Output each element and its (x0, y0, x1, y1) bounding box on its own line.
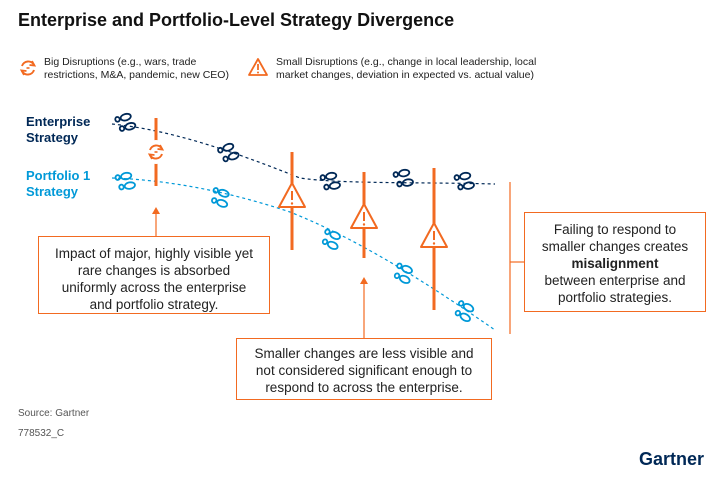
source-note: Source: Gartner (18, 408, 90, 419)
enterprise-footprint (453, 171, 476, 192)
portfolio-footprint (210, 185, 231, 210)
misalignment-text-post: between enterprise and portfolio strateg… (544, 273, 686, 305)
legend-small-disruptions: Small Disruptions (e.g., change in local… (276, 56, 537, 81)
figure-code: 778532_C (18, 428, 65, 439)
enterprise-footprint (392, 168, 415, 189)
portfolio-strategy-label: Portfolio 1 Strategy (26, 168, 91, 199)
enterprise-strategy-label: Enterprise Strategy (26, 114, 91, 145)
enterprise-footprint (216, 141, 241, 164)
major-changes-callout: Impact of major, highly visible yet rare… (38, 236, 270, 314)
portfolio-footprint (453, 298, 476, 324)
refresh-icon (147, 144, 165, 160)
enterprise-footprint (113, 111, 137, 134)
smaller-changes-callout: Smaller changes are less visible and not… (236, 338, 492, 400)
small-disruption-marker (278, 152, 306, 250)
small-disruption-marker (420, 168, 448, 310)
misalignment-text-pre: Failing to respond to smaller changes cr… (541, 222, 689, 254)
enterprise-footprint (319, 171, 342, 192)
misalignment-callout: Failing to respond to smaller changes cr… (524, 212, 706, 312)
warning-triangle-icon (248, 58, 268, 76)
portfolio-footprint (114, 171, 137, 192)
misalignment-keyword: misalignment (571, 256, 659, 271)
gartner-logo: Gartner (638, 449, 704, 469)
refresh-icon (19, 60, 37, 76)
legend-big-disruptions: Big Disruptions (e.g., wars, trade restr… (44, 56, 229, 81)
page-title: Enterprise and Portfolio-Level Strategy … (18, 10, 455, 30)
small-disruption-marker (350, 172, 378, 258)
enterprise-path (111, 123, 496, 185)
portfolio-path (111, 177, 496, 331)
portfolio-footprint (320, 227, 343, 252)
